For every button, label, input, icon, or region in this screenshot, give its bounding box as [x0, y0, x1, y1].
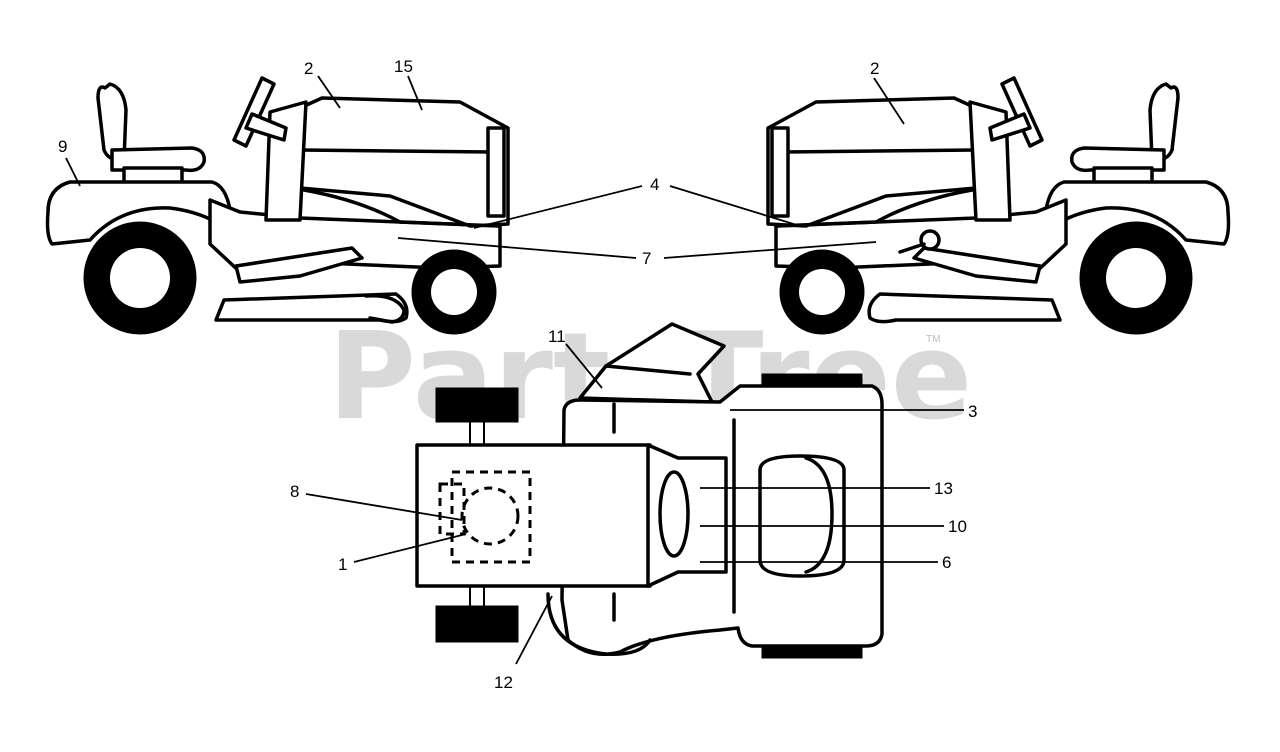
steering-wheel-left: [232, 76, 276, 148]
callout-6: 6: [942, 553, 951, 572]
callout-2-right: 2: [870, 59, 879, 78]
rear-tire-bottom: [435, 605, 519, 643]
axle-bottom: [469, 585, 485, 609]
leader-1: [353, 533, 467, 563]
hood-body-top: [415, 443, 652, 588]
leader-8: [305, 493, 463, 521]
front-hub-right: [799, 269, 845, 315]
deck-rear-curve: [546, 592, 652, 656]
hood-right: [766, 96, 978, 228]
rear-tire-top: [435, 387, 519, 423]
left-side-view: [45, 76, 510, 335]
mower-deck-left: [214, 292, 409, 324]
callout-1: 1: [338, 555, 347, 574]
decal-outline-1: [438, 482, 466, 536]
hood-left: [298, 96, 510, 228]
leader-7-right: [663, 241, 877, 259]
hood-crease-right: [774, 148, 978, 228]
callout-3: 3: [968, 402, 977, 421]
callout-12: 12: [494, 673, 513, 692]
front-hub-left: [431, 269, 477, 315]
lever-right: [898, 242, 926, 254]
leader-11: [565, 343, 603, 389]
callout-10: 10: [948, 517, 967, 536]
watermark-trademark: TM: [926, 334, 940, 345]
hood-crease-left: [298, 148, 502, 228]
callouts: 9 2 15 2 4 7 11 3 13 10 6 8 1 12: [58, 57, 977, 692]
callout-8: 8: [290, 482, 299, 501]
rear-hub-right: [1106, 248, 1166, 308]
rear-hub-left: [110, 248, 170, 308]
callout-4: 4: [650, 175, 659, 194]
leader-4-right: [669, 185, 801, 227]
headlight-left: [486, 126, 506, 218]
footrest-right: [912, 246, 1042, 284]
leader-4-left: [473, 185, 643, 229]
leader-2-left: [317, 75, 341, 109]
leader-lines: [65, 75, 964, 665]
seat-cushion-right: [1070, 146, 1166, 173]
seat-cushion-left: [110, 146, 206, 173]
nose-grille-top: [658, 470, 690, 558]
deck-chute-left: [364, 294, 406, 324]
callout-11: 11: [548, 327, 566, 346]
steering-wheel-right: [1000, 76, 1044, 148]
mower-deck-right: [867, 292, 1062, 324]
callout-2-left: 2: [304, 59, 313, 78]
headlight-right: [770, 126, 790, 218]
leader-7-left: [397, 237, 637, 259]
footrest-left: [234, 246, 364, 284]
leader-15: [407, 75, 423, 111]
chute-fold: [604, 364, 692, 376]
leader-12: [515, 595, 553, 665]
steering-column-right: [988, 112, 1032, 142]
engine-cover-edge: [804, 456, 834, 574]
callout-7: 7: [642, 249, 651, 268]
leader-9: [65, 157, 81, 187]
callout-9: 9: [58, 137, 67, 156]
dash-left: [264, 100, 308, 222]
callout-15: 15: [394, 57, 413, 76]
leader-2-right: [873, 77, 905, 125]
dash-right: [968, 100, 1012, 222]
steering-column-left: [244, 112, 288, 142]
engine-cover-top: [758, 454, 846, 578]
right-side-view: [766, 76, 1231, 335]
top-view: [415, 322, 884, 659]
fuel-cap-right: [919, 229, 941, 251]
callout-13: 13: [934, 479, 953, 498]
fuel-cap-outline: [460, 486, 520, 546]
